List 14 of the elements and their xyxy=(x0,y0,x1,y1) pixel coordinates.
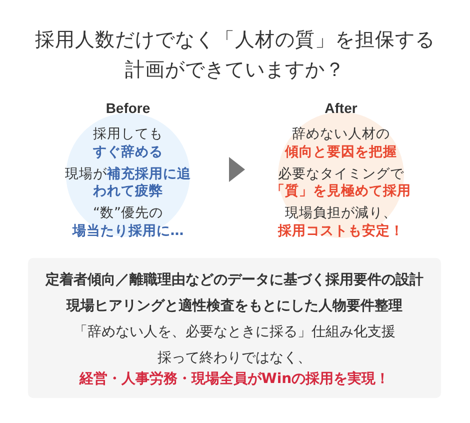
arrow xyxy=(229,157,245,182)
circle-text: 辞めない人材の傾向と要因を把握 xyxy=(285,126,397,161)
summary-text: 現場ヒアリングと適性検査をもとにした人物要件整理 xyxy=(66,296,402,316)
column-heading: After xyxy=(324,100,358,116)
circle-text: 採用してもすぐ辞める xyxy=(93,126,163,161)
summary-text: 「辞めない人を、必要なときに採る」仕組み化支援 xyxy=(74,322,396,342)
circle-text: “数”優先の場当たり採用に… xyxy=(72,205,184,240)
column-heading: Before xyxy=(106,100,150,116)
title: 採用人数だけでなく「人材の質」を担保する計画ができていますか？ xyxy=(35,27,435,83)
circle-text: 現場が補充採用に追われて疲弊 xyxy=(64,166,192,200)
circle-text: 現場負担が減り、採用コストも安定！ xyxy=(278,205,404,240)
summary-text: 採って終わりではなく、経営・人事労務・現場全員がWinの採用を実現！ xyxy=(79,348,390,388)
circle-text: 必要なタイミングで「質」を見極めて採用 xyxy=(271,166,411,200)
summary-text: 定着者傾向／離職理由などのデータに基づく採用要件の設計 xyxy=(46,270,424,290)
